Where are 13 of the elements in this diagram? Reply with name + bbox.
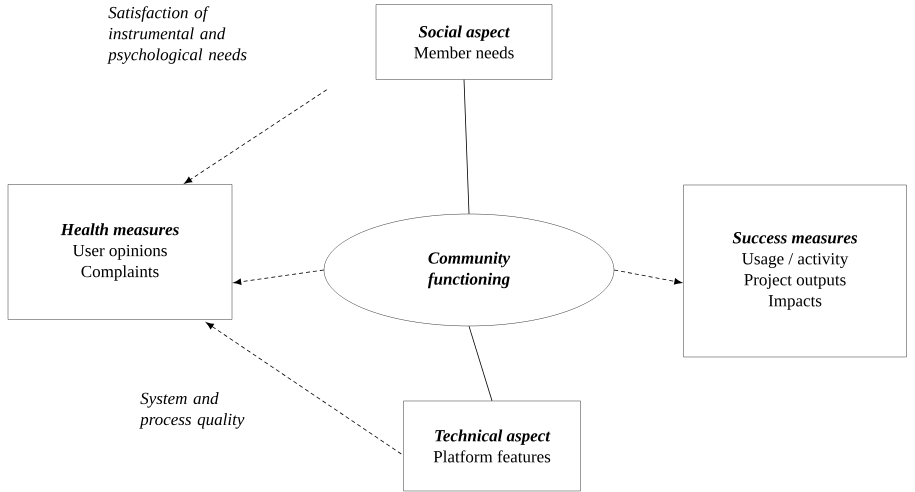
arrow: [206, 322, 402, 454]
connector-line: [468, 326, 492, 402]
process-box: Technical aspect Platform features: [403, 400, 581, 492]
edge-label: Satisfaction of instrumental and psychological needs: [107, 6, 246, 64]
arrow: [614, 270, 682, 285]
connector-line: [464, 79, 470, 214]
edge-label: System and process quality: [139, 392, 244, 429]
arrow: [233, 270, 324, 285]
process-box: Success measures Usage / activity Project outputs Impacts: [683, 184, 907, 358]
ellipse-node: Community functioning: [324, 214, 614, 326]
process-box: Health measures User opinions Complaints: [8, 184, 232, 320]
arrow: [184, 89, 328, 184]
process-box: Social aspect Member needs: [376, 4, 552, 80]
